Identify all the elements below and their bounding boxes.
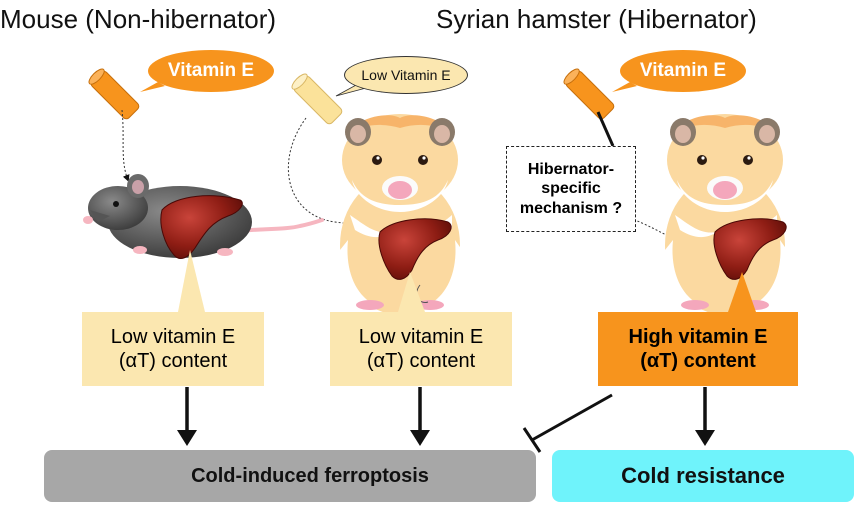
hamster-high-content-box: High vitamin E (αT) content [598, 312, 798, 386]
liver-icon [378, 218, 452, 280]
content-line: Low vitamin E [358, 326, 484, 348]
ferroptosis-box: Cold-induced ferroptosis [44, 450, 536, 502]
cold-resistance-box: Cold resistance [552, 450, 854, 502]
content-line: (αT) content [366, 350, 476, 372]
vitamin-capsule-icon [88, 68, 140, 120]
ferroptosis-label: Cold-induced ferroptosis [191, 464, 429, 487]
mechanism-box: Hibernator- specific mechanism ? [506, 146, 636, 232]
content-line: (αT) content [118, 350, 228, 372]
content-line: (αT) content [640, 350, 756, 372]
mouse-content-box: Low vitamin E (αT) content [82, 312, 264, 386]
mechanism-line: mechanism ? [519, 199, 623, 217]
mechanism-line: Hibernator- [527, 161, 615, 179]
title-hamster: Syrian hamster (Hibernator) [436, 4, 757, 34]
low-vitamin-e-bubble: Low Vitamin E [344, 56, 468, 94]
vitamin-capsule-icon [291, 73, 343, 125]
liver-icon [160, 195, 243, 259]
hamster-illustration [664, 114, 788, 315]
cold-resistance-label: Cold resistance [621, 463, 785, 488]
arrow-down [695, 387, 715, 446]
inhibition-arrow [522, 393, 613, 453]
hamster-illustration [339, 114, 463, 315]
content-line: High vitamin E [628, 326, 768, 348]
content-line: Low vitamin E [110, 326, 236, 348]
arrow-down [410, 387, 430, 446]
bubble-label: Vitamin E [167, 60, 255, 81]
vitamin-capsule-icon [563, 68, 615, 120]
liver-icon [713, 218, 787, 280]
arrow-down [177, 387, 197, 446]
bubble-label: Vitamin E [639, 60, 727, 81]
vitamin-e-bubble: Vitamin E [620, 50, 746, 92]
bubble-label: Low Vitamin E [361, 67, 451, 83]
vitamin-e-bubble: Vitamin E [148, 50, 274, 92]
mechanism-line: specific [541, 180, 601, 198]
title-mouse: Mouse (Non-hibernator) [0, 4, 277, 34]
hamster-low-content-box: Low vitamin E (αT) content [330, 312, 512, 386]
